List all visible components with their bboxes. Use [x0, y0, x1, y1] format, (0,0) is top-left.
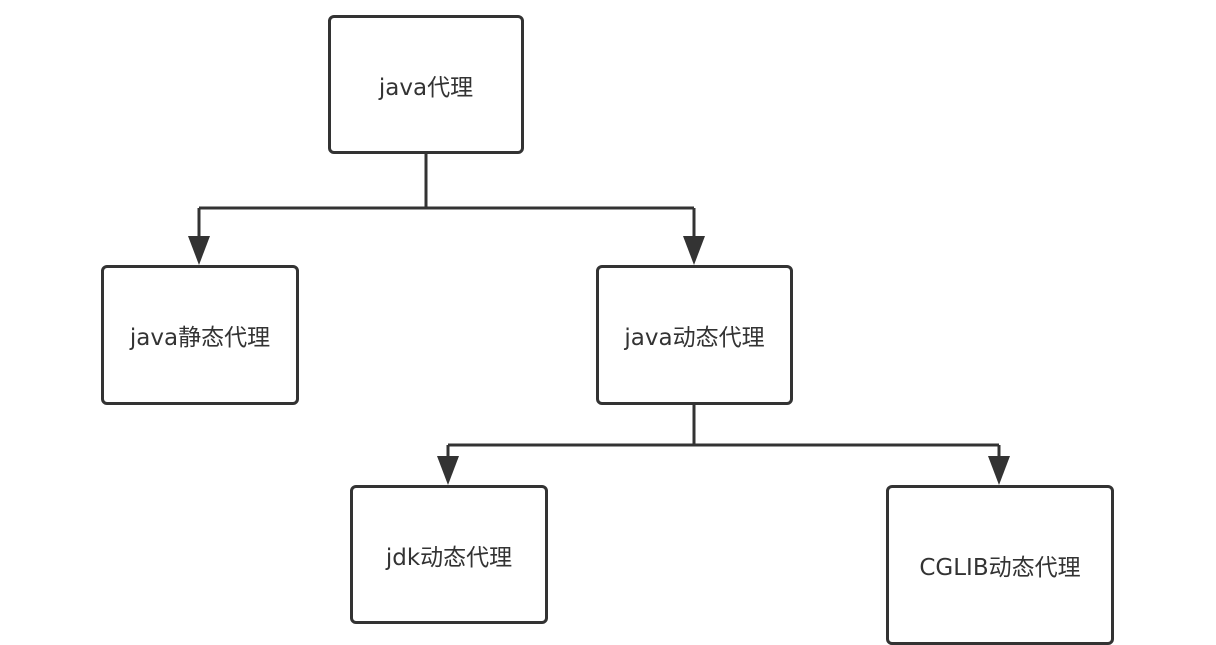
arrowhead-jdk [437, 456, 459, 485]
arrowhead-dynamic [683, 236, 705, 265]
node-label: java动态代理 [624, 325, 765, 351]
node-java-static-proxy[interactable]: java静态代理 [101, 265, 299, 405]
arrowhead-static [188, 236, 210, 265]
arrowhead-cglib [988, 456, 1010, 485]
node-java-proxy[interactable]: java代理 [328, 15, 524, 154]
node-label: CGLIB动态代理 [919, 555, 1081, 581]
node-label: jdk动态代理 [385, 544, 513, 571]
node-jdk-dynamic-proxy[interactable]: jdk动态代理 [350, 485, 548, 624]
node-cglib-dynamic-proxy[interactable]: CGLIB动态代理 [886, 485, 1114, 645]
node-label: java代理 [378, 74, 474, 101]
node-java-dynamic-proxy[interactable]: java动态代理 [596, 265, 793, 405]
node-label: java静态代理 [129, 325, 271, 351]
